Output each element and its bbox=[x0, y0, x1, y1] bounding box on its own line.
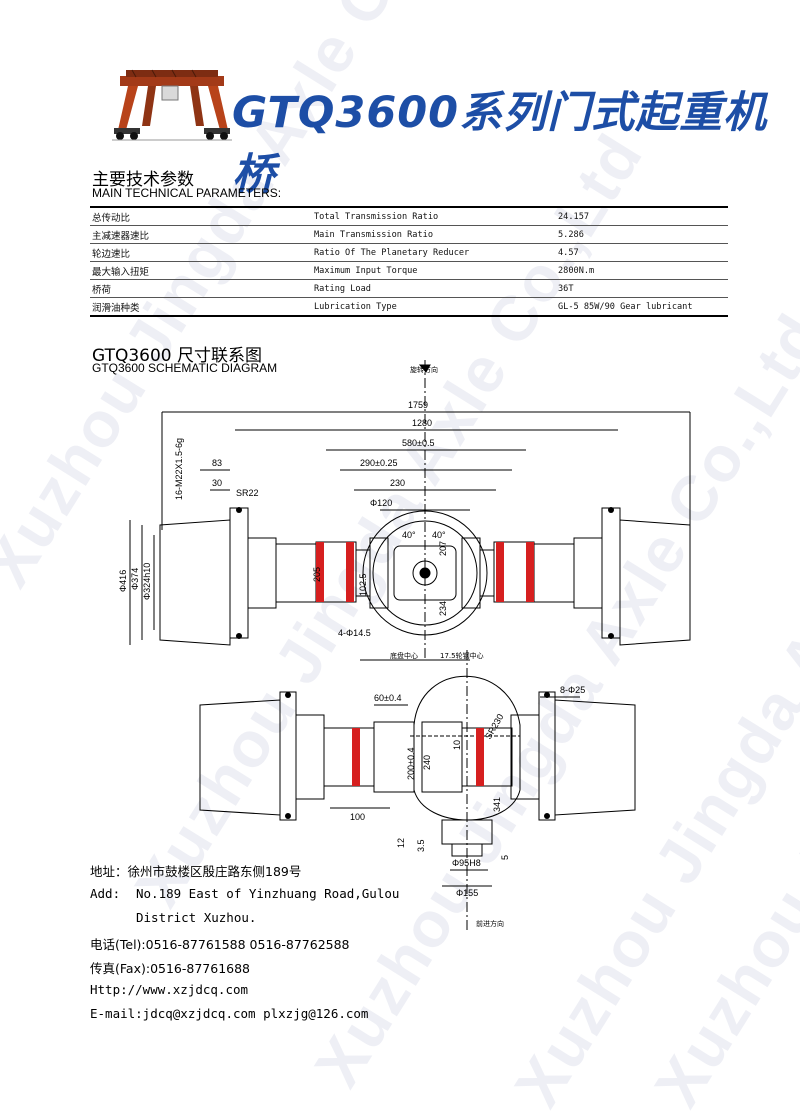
dim-40b: 40° bbox=[432, 530, 446, 540]
param-en: Main Transmission Ratio bbox=[312, 225, 556, 244]
param-value: 4.57 bbox=[556, 243, 728, 262]
param-value: 24.157 bbox=[556, 206, 728, 226]
dim-341: 341 bbox=[492, 797, 502, 812]
dim-324: Φ324h10 bbox=[142, 563, 152, 600]
address-cn-label: 地址： bbox=[90, 864, 128, 879]
dim-sr22: SR22 bbox=[236, 488, 259, 498]
dim-240: 240 bbox=[422, 755, 432, 770]
dim-8-25: 8-Φ25 bbox=[560, 685, 585, 695]
param-cn: 轮边速比 bbox=[90, 243, 312, 262]
label-forward: 前进方向 bbox=[476, 919, 504, 928]
dim-100: 100 bbox=[350, 812, 365, 822]
dim-83: 83 bbox=[212, 458, 222, 468]
dim-40a: 40° bbox=[402, 530, 416, 540]
param-value: 36T bbox=[556, 279, 728, 298]
dim-230: 230 bbox=[390, 478, 405, 488]
website-link[interactable]: Http://www.xzjdcq.com bbox=[90, 982, 249, 997]
left-flange bbox=[229, 507, 249, 639]
dim-sr230: SR230 bbox=[483, 712, 505, 741]
dim-580: 580±0.5 bbox=[402, 438, 434, 448]
param-en: Lubrication Type bbox=[312, 297, 556, 317]
dim-207: 207 bbox=[438, 541, 448, 556]
dim-1280: 1280 bbox=[412, 418, 432, 428]
dim-120: Φ120 bbox=[370, 498, 392, 508]
param-cn: 最大输入扭矩 bbox=[90, 261, 312, 280]
diagram-heading-cn: GTQ3600 尺寸联系图 bbox=[92, 346, 262, 366]
param-en: Rating Load bbox=[312, 279, 556, 298]
schematic-diagram: 旋转方向 1759 1280 580±0.5 290±0.25 230 Φ120… bbox=[118, 360, 691, 930]
dim-5: 5 bbox=[500, 855, 510, 860]
dim-95: Φ95H8 bbox=[452, 858, 481, 868]
address-en-label: Add: bbox=[90, 886, 121, 901]
address-en: Add: No.189 East of Yinzhuang Road,Gulou bbox=[90, 886, 399, 901]
dim-holes: 4-Φ14.5 bbox=[338, 628, 371, 638]
phone: 电话(Tel):0516-87761588 0516-87762588 bbox=[90, 937, 350, 952]
param-value: GL-5 85W/90 Gear lubricant bbox=[556, 297, 728, 317]
address-cn-text: 徐州市鼓楼区殷庄路东侧189号 bbox=[127, 864, 302, 879]
param-value: 5.286 bbox=[556, 225, 728, 244]
address-en-line1: No.189 East of Yinzhuang Road,Gulou bbox=[136, 886, 400, 901]
param-cn: 桥荷 bbox=[90, 279, 312, 298]
dim-102: 102.5 bbox=[358, 573, 368, 596]
label-spring-center: 17.5轮钢中心 bbox=[440, 651, 484, 660]
diagram-heading-en: GTQ3600 SCHEMATIC DIAGRAM bbox=[92, 361, 278, 375]
param-en: Total Transmission Ratio bbox=[312, 206, 556, 226]
dim-234: 234 bbox=[438, 601, 448, 616]
param-cn: 主减速器速比 bbox=[90, 225, 312, 244]
right-hub bbox=[619, 519, 691, 646]
param-value: 2800N.m bbox=[556, 261, 728, 280]
label-axle-center: 底盘中心 bbox=[390, 651, 418, 660]
params-heading-en: MAIN TECHNICAL PARAMETERS: bbox=[92, 186, 282, 200]
dim-205: 205 bbox=[312, 567, 322, 582]
dim-3-5: 3.5 bbox=[416, 839, 426, 852]
left-hub bbox=[159, 519, 231, 646]
param-en: Ratio Of The Planetary Reducer bbox=[312, 243, 556, 262]
dim-rotation: 旋转方向 bbox=[410, 365, 438, 374]
dim-374: Φ374 bbox=[130, 568, 140, 590]
email-link[interactable]: E-mail:jdcq@xzjdcq.com plxzjg@126.com bbox=[90, 1006, 369, 1021]
dim-416: Φ416 bbox=[118, 570, 128, 592]
param-cn: 总传动比 bbox=[90, 206, 312, 226]
dim-10: 10 bbox=[452, 740, 462, 750]
dim-12: 12 bbox=[396, 838, 406, 848]
dim-60: 60±0.4 bbox=[374, 693, 401, 703]
address-en-line2: District Xuzhou. bbox=[136, 910, 257, 925]
dim-1759: 1759 bbox=[408, 400, 428, 410]
right-flange bbox=[601, 507, 621, 639]
differential-housing bbox=[413, 675, 521, 821]
param-cn: 润滑油种类 bbox=[90, 297, 312, 317]
param-en: Maximum Input Torque bbox=[312, 261, 556, 280]
address-cn: 地址：徐州市鼓楼区殷庄路东侧189号 bbox=[90, 861, 301, 880]
page-title: GTQ3600系列门式起重机桥 bbox=[232, 88, 768, 200]
fax: 传真(Fax):0516-87761688 bbox=[90, 961, 251, 976]
dim-30: 30 bbox=[212, 478, 222, 488]
params-heading-cn: 主要技术参数 bbox=[92, 170, 194, 190]
dim-200: 200±0.4 bbox=[406, 748, 416, 780]
gantry-crane-image bbox=[112, 69, 232, 141]
dim-bolt: 16-M22X1.5-6g bbox=[174, 438, 184, 500]
dim-290: 290±0.25 bbox=[360, 458, 397, 468]
dim-155: Φ155 bbox=[456, 888, 478, 898]
